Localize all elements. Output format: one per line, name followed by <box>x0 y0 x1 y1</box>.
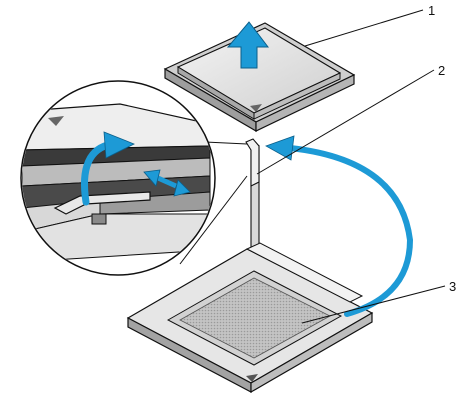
callout-2: 2 <box>256 63 445 175</box>
socket-rail <box>245 242 364 303</box>
processor-socket <box>126 145 374 394</box>
callout-3: 3 <box>301 279 456 324</box>
processor-pin1-marker <box>250 104 262 112</box>
socket-pin1-marker <box>246 374 258 382</box>
curved-arrow-icon <box>81 131 135 206</box>
lever-motion-arrow <box>265 135 414 317</box>
release-lever <box>245 138 260 187</box>
processor <box>163 22 356 133</box>
socket-frame-edge-right <box>250 311 373 394</box>
processor-lid-edge-right <box>253 72 341 120</box>
callout-1: 1 <box>304 3 435 47</box>
up-arrow-icon <box>226 21 270 69</box>
lever-detail-callout <box>20 80 248 276</box>
callout-number: 2 <box>438 63 445 78</box>
callout-number: 1 <box>428 3 435 18</box>
processor-base-edge-right <box>255 74 355 132</box>
callout-number: 3 <box>449 279 456 294</box>
double-headed-arrow-icon <box>143 169 191 197</box>
